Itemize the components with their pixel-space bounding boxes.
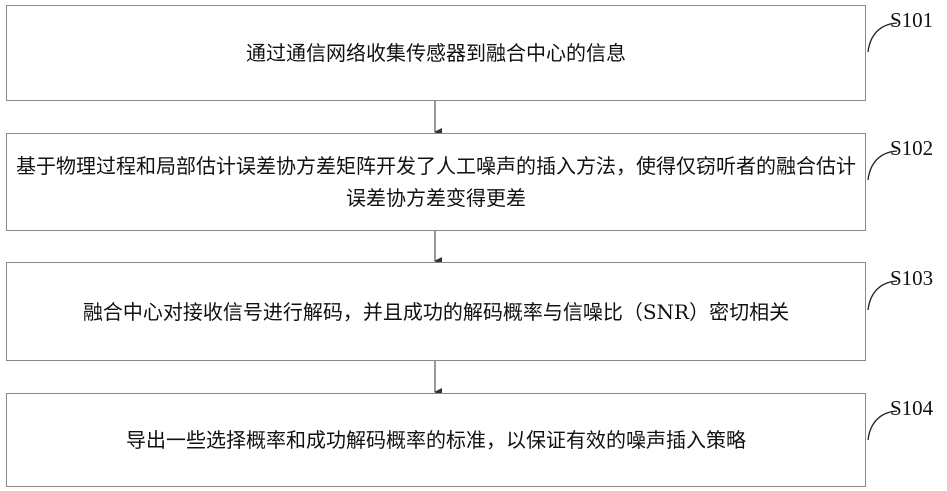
step-label-s104: S104 [890, 396, 933, 421]
step-label-s101: S101 [890, 8, 933, 33]
step-box-s101: 通过通信网络收集传感器到融合中心的信息 [6, 5, 866, 101]
step-text: 融合中心对接收信号进行解码，并且成功的解码概率与信噪比（SNR）密切相关 [83, 296, 789, 328]
step-box-s104: 导出一些选择概率和成功解码概率的标准，以保证有效的噪声插入策略 [6, 393, 866, 487]
step-label-s102: S102 [890, 136, 933, 161]
step-box-s102: 基于物理过程和局部估计误差协方差矩阵开发了人工噪声的插入方法，使得仅窃听者的融合… [6, 133, 866, 231]
step-box-s103: 融合中心对接收信号进行解码，并且成功的解码概率与信噪比（SNR）密切相关 [6, 262, 866, 361]
step-label-s103: S103 [890, 266, 933, 291]
step-text: 基于物理过程和局部估计误差协方差矩阵开发了人工噪声的插入方法，使得仅窃听者的融合… [11, 150, 861, 214]
step-text: 导出一些选择概率和成功解码概率的标准，以保证有效的噪声插入策略 [126, 424, 746, 456]
step-text: 通过通信网络收集传感器到融合中心的信息 [246, 37, 626, 69]
